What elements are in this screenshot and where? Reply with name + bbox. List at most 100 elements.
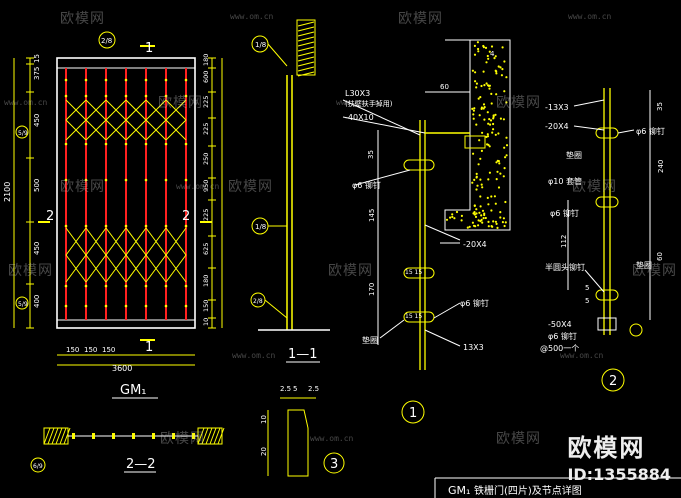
plan-bar (192, 433, 195, 439)
concrete-dot (487, 143, 490, 146)
rivet-dot (184, 142, 188, 146)
concrete-dot (505, 144, 509, 147)
concrete-dot (475, 172, 478, 175)
detail2-leader-4 (584, 269, 605, 293)
gate-frame (56, 57, 196, 329)
concrete-dot (473, 53, 477, 56)
detail2-clamp-3 (595, 289, 619, 301)
concrete-dot (501, 46, 504, 49)
concrete-dot (479, 157, 482, 160)
concrete-dot (472, 109, 475, 112)
concrete-dot (473, 107, 476, 110)
rivet-dot (184, 94, 188, 98)
detail2-leader-3 (617, 129, 635, 134)
watermark-url-6: www.om.cn (232, 351, 276, 360)
detail3-label: 3 (330, 457, 338, 472)
concrete-dot (505, 76, 508, 79)
detail1-wall-tag: 4 (490, 50, 495, 58)
hatch-line (63, 427, 71, 445)
watermark-12: 欧模网 (496, 431, 541, 447)
detail-1 (342, 39, 511, 424)
rivet-dot (84, 304, 88, 308)
concrete-dot (486, 133, 489, 136)
concrete-dot (495, 222, 498, 225)
concrete-dot (487, 84, 490, 88)
rivet-dot (164, 142, 168, 146)
rivet-dot (184, 178, 188, 182)
rivet-dot (104, 94, 108, 98)
concrete-dot (497, 65, 500, 68)
detail2-label-spacing: @500一个 (540, 344, 579, 353)
lattice-bar (145, 99, 167, 121)
concrete-dot (490, 209, 493, 212)
detail1-label-l30: L30X3 (345, 89, 370, 98)
concrete-dot (488, 50, 491, 53)
concrete-dot (491, 225, 494, 228)
bottom-dim-1: 150 (84, 346, 97, 354)
detail2-dim-2: 112 (560, 235, 568, 248)
concrete-dot (476, 184, 479, 187)
detail1-label-rivet-1: φ6 铆钉 (352, 180, 381, 190)
watermark-url-7: www.om.cn (560, 351, 604, 360)
concrete-dot (494, 69, 497, 72)
watermark-7: 欧模网 (572, 179, 617, 195)
concrete-dot (479, 178, 482, 181)
hatch-line (297, 21, 315, 27)
right-dim-value: 625 (202, 243, 210, 255)
concrete-dot (499, 117, 502, 120)
rivet-dot (64, 142, 68, 146)
bubble-top (98, 31, 116, 49)
concrete-dot (475, 175, 478, 178)
concrete-dot (486, 111, 489, 114)
concrete-dot (478, 211, 481, 214)
watermark-1: 欧模网 (60, 11, 105, 27)
rivet-dot (64, 178, 68, 182)
concrete-dot (494, 113, 497, 116)
lattice-bar (145, 119, 167, 141)
detail3-dim-left-0: 10 (260, 415, 268, 424)
concrete-dot (484, 216, 487, 220)
hatch-line (297, 61, 315, 67)
leader-washer (379, 319, 405, 339)
detail3-dim-top-1: 5 (293, 385, 297, 393)
hatch-line (201, 427, 209, 445)
lattice-bar (65, 227, 87, 256)
concrete-dot (485, 61, 488, 64)
rivet-dot (104, 224, 108, 228)
leader-a (267, 43, 288, 67)
concrete-dot (492, 117, 495, 120)
rivet-dot (104, 142, 108, 146)
concrete-dot (504, 221, 507, 224)
concrete-dot (488, 145, 491, 148)
rivet-dot (144, 304, 148, 308)
lattice-bar (105, 119, 127, 141)
plan-bar (92, 433, 95, 439)
rivet-dot (124, 78, 128, 82)
detail3-dim-left-1: 20 (260, 447, 268, 456)
detail2-clamp-2 (595, 196, 619, 208)
concrete-dot (477, 97, 480, 100)
watermark-11: 欧模网 (160, 431, 205, 447)
detail1-diagonal (424, 224, 461, 241)
concrete-dot (475, 123, 478, 126)
concrete-dot (490, 45, 494, 48)
rivet-dot (184, 284, 188, 288)
rivet-dot (184, 78, 188, 82)
right-dim-value: 225 (202, 96, 210, 108)
hatch-line (213, 427, 221, 445)
concrete-dot (482, 107, 485, 110)
rivet-dot (124, 304, 128, 308)
bubble-left-upper-label: 5/9 (18, 130, 28, 137)
hatch-line (197, 427, 205, 445)
detail2-label: 2 (609, 374, 617, 389)
detail2-dim-4: 5 (585, 284, 589, 292)
section-1-1 (250, 19, 330, 363)
hatch-line (43, 427, 51, 445)
rivet-dot (64, 78, 68, 82)
leader-13x3 (424, 329, 461, 347)
left-dim-value: 450 (33, 114, 41, 127)
hatch-line (297, 26, 315, 32)
hatch-line (51, 427, 59, 445)
